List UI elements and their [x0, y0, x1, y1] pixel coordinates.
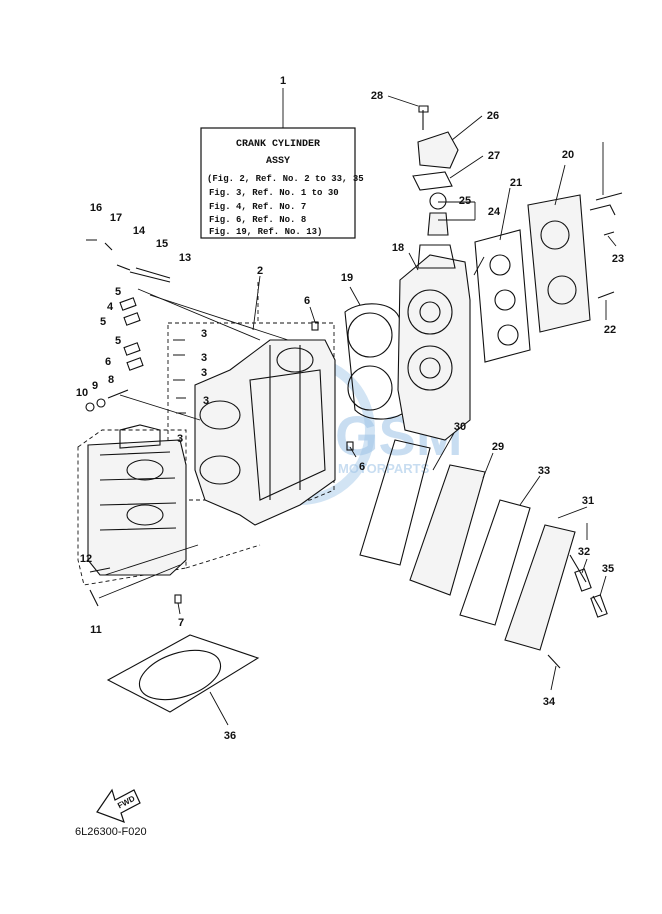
callout-28: 29: [492, 441, 504, 453]
callout-35: 36: [224, 730, 236, 742]
callout-2: 2: [257, 265, 263, 277]
fwd-arrow-icon: FWD: [96, 788, 141, 823]
callout-4: 4: [107, 301, 114, 313]
reference-box-subtitle: ASSY: [266, 156, 290, 167]
reference-line-3: Fig. 4, Ref. No. 7: [209, 202, 306, 212]
crankcase-half: [87, 424, 187, 576]
callout-26: 27: [488, 150, 500, 162]
callout-23: 24: [488, 206, 501, 218]
callout-14: 15: [156, 238, 168, 250]
callout-27: 28: [371, 90, 383, 102]
callout-5a: 5: [115, 286, 121, 298]
callout-labels: 1 2 3 3 3 3 3 4 5 5 5 6 6 6 7 8 9 10 11 …: [76, 75, 624, 742]
reference-line-5: Fig. 19, Ref. No. 13): [209, 227, 322, 237]
callout-21: 22: [604, 324, 616, 336]
callout-3e: 3: [177, 433, 183, 445]
callout-8: 9: [92, 380, 98, 392]
small-hardware: [85, 239, 354, 607]
callout-12: 13: [179, 252, 191, 264]
thermostat-parts: [412, 105, 459, 236]
reference-box: CRANK CYLINDER ASSY (Fig. 2, Ref. No. 2 …: [200, 88, 364, 239]
reference-line-1: (Fig. 2, Ref. No. 2 to 33, 35: [207, 174, 364, 184]
callout-31: 32: [578, 546, 590, 558]
assembly-outlines: [77, 282, 335, 586]
callout-20: 21: [510, 177, 522, 189]
callout-3d: 3: [203, 395, 209, 407]
callout-7: 8: [108, 374, 114, 386]
leader-lines: [98, 95, 617, 726]
callout-6a: 6: [304, 295, 310, 307]
exhaust-plates: [359, 439, 608, 669]
head-cover-assembly: [474, 192, 623, 363]
callout-25: 26: [487, 110, 499, 122]
cylinder-head: [397, 244, 471, 441]
callout-24: 25: [459, 195, 471, 207]
callout-10: 11: [90, 624, 102, 636]
callout-33: 34: [543, 696, 556, 708]
callout-3b: 3: [201, 352, 207, 364]
callout-17: 18: [392, 242, 404, 254]
callout-32: 33: [538, 465, 550, 477]
callout-18: 19: [341, 272, 353, 284]
bottom-gasket: [106, 634, 260, 713]
cylinder-block: [194, 339, 336, 526]
callout-6c: 7: [178, 617, 184, 629]
callout-3c: 3: [201, 367, 207, 379]
callout-19: 20: [562, 149, 574, 161]
callout-5b: 5: [100, 316, 106, 328]
callout-29: 30: [454, 421, 466, 433]
callout-22: 23: [612, 253, 624, 265]
callout-5c: 5: [115, 335, 121, 347]
callout-30: 31: [582, 495, 594, 507]
callout-3a: 3: [201, 328, 207, 340]
callout-13: 14: [133, 225, 146, 237]
callout-9: 10: [76, 387, 88, 399]
watermark-tagline: MOTORPARTS: [338, 461, 430, 476]
reference-line-2: Fig. 3, Ref. No. 1 to 30: [209, 188, 339, 198]
callout-6b: 6: [359, 461, 365, 473]
callout-11: 12: [80, 553, 92, 565]
diagram-code: 6L26300-F020: [75, 826, 147, 838]
callout-5d: 6: [105, 356, 111, 368]
callout-1: 1: [280, 75, 286, 87]
reference-line-4: Fig. 6, Ref. No. 8: [209, 215, 306, 225]
reference-box-title: CRANK CYLINDER: [236, 139, 320, 150]
callout-16: 17: [110, 212, 122, 224]
callout-34: 35: [602, 563, 614, 575]
callout-15: 16: [90, 202, 102, 214]
